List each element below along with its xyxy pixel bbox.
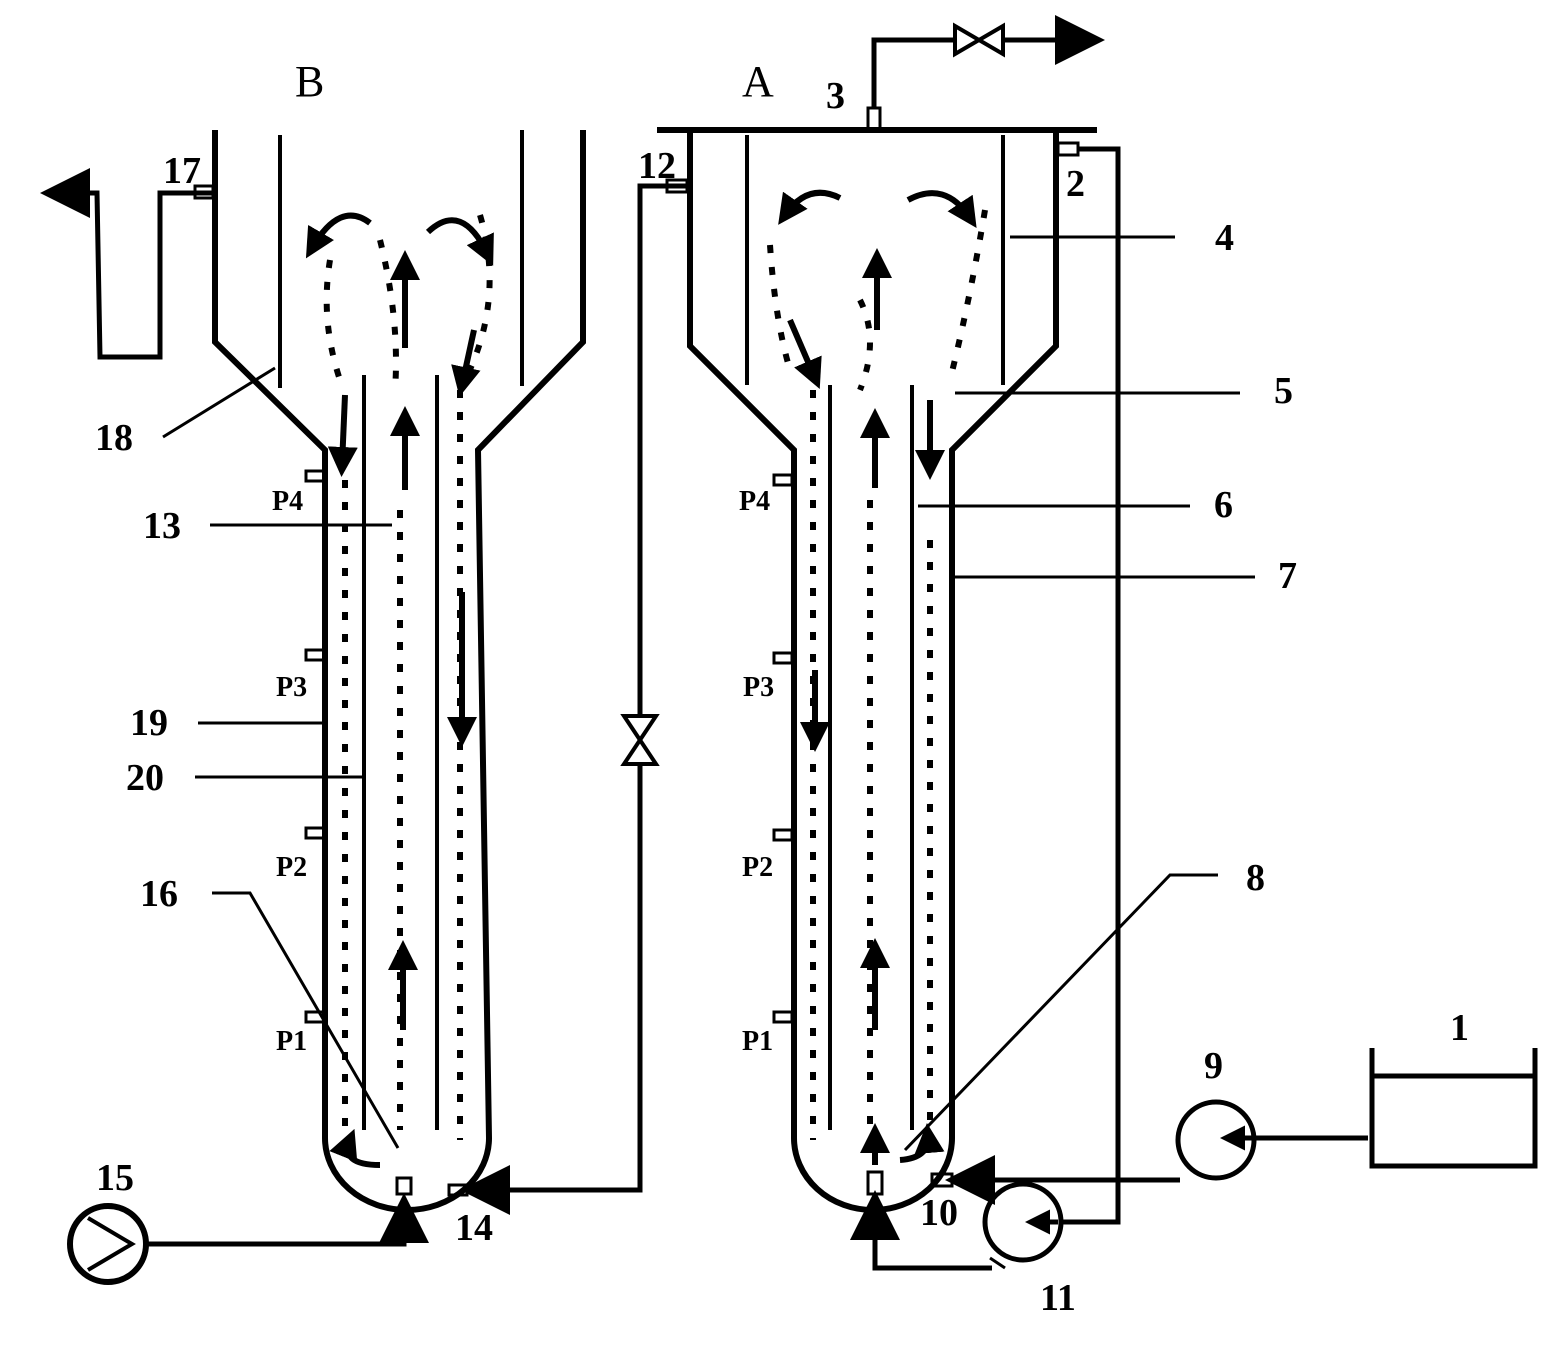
label-9: 9 — [1204, 1045, 1223, 1087]
recirculation-line — [850, 141, 1121, 1271]
reactor-a-ports — [772, 473, 794, 1024]
outlet-pipe-17 — [40, 168, 215, 360]
reactor-b-port-p2: P2 — [276, 852, 307, 883]
label-11: 11 — [1040, 1277, 1076, 1319]
reactor-a-port-p2: P2 — [742, 852, 773, 883]
reactor-a-internals — [745, 135, 1005, 1130]
reactor-a-port-p4: P4 — [739, 486, 770, 517]
label-8: 8 — [1246, 857, 1265, 899]
reactor-a-port-p1: P1 — [742, 1026, 773, 1057]
label-12: 12 — [638, 145, 676, 187]
feed-line — [930, 1135, 1368, 1205]
reactor-b-internals — [278, 130, 524, 1130]
label-7: 7 — [1278, 555, 1297, 597]
label-4: 4 — [1215, 217, 1234, 259]
label-20: 20 — [126, 757, 164, 799]
label-18: 18 — [95, 417, 133, 459]
reactor-b-port-p4: P4 — [272, 486, 303, 517]
leader-lines — [162, 235, 1255, 1152]
reactor-a-port-p3: P3 — [743, 672, 774, 703]
reactor-a-title: A — [742, 57, 774, 106]
label-3: 3 — [826, 75, 845, 117]
reactor-b-bottom-inlet — [395, 1176, 413, 1196]
label-16: 16 — [140, 873, 178, 915]
pump-11[interactable] — [982, 1181, 1064, 1270]
label-17: 17 — [163, 150, 201, 192]
reactor-b-port-p3: P3 — [276, 672, 307, 703]
text-labels: B A 3 12 2 4 5 6 7 8 1 9 10 11 17 18 13 … — [95, 57, 1469, 1319]
label-13: 13 — [143, 505, 181, 547]
label-1: 1 — [1450, 1007, 1469, 1049]
label-19: 19 — [130, 702, 168, 744]
reactor-b-flow — [305, 212, 494, 1168]
label-10: 10 — [920, 1192, 958, 1234]
pump-15[interactable] — [67, 1193, 429, 1285]
reactor-b-port-p1: P1 — [276, 1026, 307, 1057]
reactor-b-ports — [304, 469, 469, 1197]
valve-gas[interactable] — [953, 22, 1005, 58]
pump-9[interactable] — [1175, 1099, 1260, 1181]
valve-recycle[interactable] — [620, 714, 660, 766]
label-6: 6 — [1214, 484, 1233, 526]
gas-outlet-3 — [866, 15, 1105, 132]
reactor-a-flow — [767, 189, 988, 1165]
feed-tank-1 — [1369, 1048, 1538, 1169]
label-14: 14 — [455, 1207, 493, 1249]
label-2: 2 — [1066, 163, 1085, 205]
label-15: 15 — [96, 1157, 134, 1199]
reactor-b-title: B — [295, 57, 324, 106]
label-5: 5 — [1274, 370, 1293, 412]
